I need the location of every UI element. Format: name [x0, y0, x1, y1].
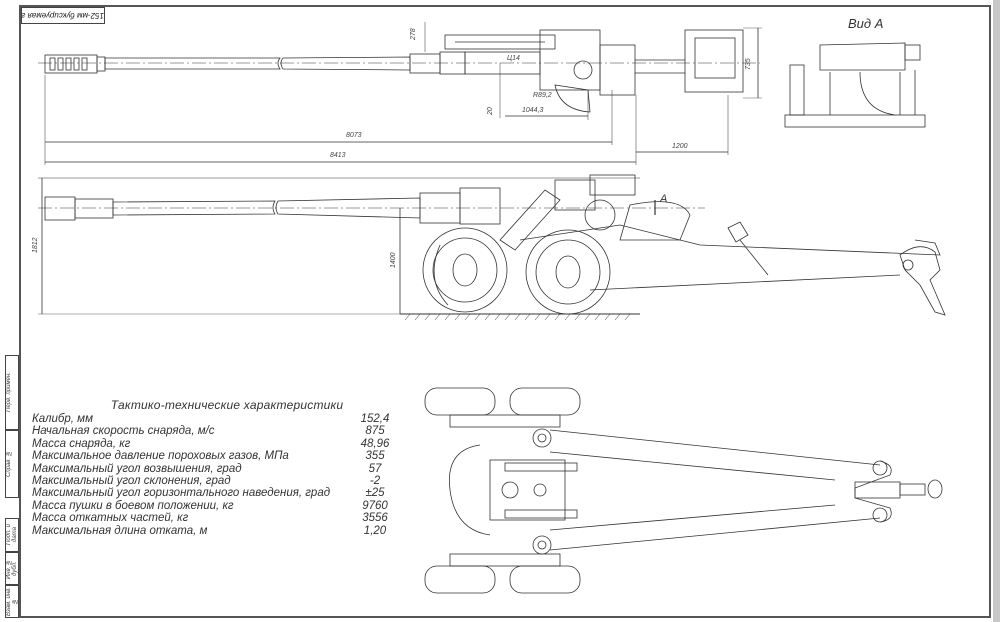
dim-1200: 1200: [672, 143, 688, 150]
title-stamp: 152-мм буксируемая гаубица: [21, 7, 105, 24]
window-edge: [993, 0, 1000, 622]
dim-1400: 1400: [390, 252, 397, 268]
wheel: [424, 565, 496, 594]
dim-1044: 1044,3: [522, 107, 544, 114]
barrel: [104, 56, 411, 71]
dim-20: 20: [487, 107, 494, 115]
dim-8073: 8073: [346, 132, 362, 139]
breech: [539, 29, 601, 91]
spec-row: Максимальный угол горизонтального наведе…: [32, 487, 392, 499]
tow-bar: [899, 483, 926, 496]
spec-value: 57: [368, 462, 382, 475]
spec-label: Максимальное давление пороховых газов, М…: [32, 450, 289, 463]
view-a-drawing: [784, 42, 926, 128]
spec-label: Калибр, мм: [32, 413, 93, 425]
wheel-rear: [525, 229, 611, 315]
rear-assembly: [684, 29, 744, 93]
spec-label: Максимальный угол склонения, град: [32, 475, 231, 488]
spec-value: 355: [365, 450, 385, 463]
tow-eye: [927, 479, 943, 499]
spec-label: Начальная скорость снаряда, м/с: [32, 425, 215, 438]
spec-row: Калибр, мм 152,4: [32, 413, 392, 425]
wheel: [424, 387, 496, 416]
spec-label: Масса откатных частей, кг: [32, 512, 189, 525]
dim-735: 735: [745, 58, 752, 70]
spec-value: 3556: [362, 512, 388, 525]
dim-1812: 1812: [32, 237, 39, 253]
dim-radius: R89,2: [533, 92, 552, 99]
trail-lower: [589, 274, 901, 291]
side-column-2: Справ. №: [5, 430, 19, 498]
dim-diameter: Ц14: [507, 55, 520, 62]
dim-278: 278: [410, 28, 417, 40]
equilibrator: [499, 189, 561, 251]
spec-label: Максимальный угол горизонтального наведе…: [32, 487, 331, 500]
spec-row: Максимальный угол склонения, град -2: [32, 475, 392, 487]
recoil-cylinder: [444, 34, 556, 50]
spec-label: Максимальный угол возвышения, град: [32, 462, 242, 475]
side-column-3: Подп. и дата: [5, 518, 19, 552]
spec-label: Масса снаряда, кг: [32, 437, 131, 450]
spec-value: ±25: [365, 487, 385, 500]
trails: [549, 429, 881, 551]
handle-plate: [727, 221, 749, 243]
spade: [899, 246, 946, 316]
side-column-5: Взам. инв. №: [5, 585, 19, 618]
wheel-front: [422, 227, 508, 313]
elevating-sector: [554, 84, 591, 113]
top-view: [38, 22, 762, 165]
spec-value: 48,96: [360, 437, 390, 450]
section-mark-a: А: [660, 193, 668, 205]
dim-8413: 8413: [330, 152, 346, 159]
side-column-1: Перв. примен.: [5, 355, 19, 430]
spec-row: Начальная скорость снаряда, м/с 875: [32, 425, 392, 437]
shield: [448, 444, 491, 536]
spec-label: Максимальная длина отката, м: [32, 524, 208, 537]
spec-row: Масса снаряда, кг 48,96: [32, 438, 392, 450]
barrel: [112, 197, 421, 219]
spec-value: -2: [369, 475, 381, 488]
plan-view: [424, 387, 943, 594]
spec-row: Максимальный угол возвышения, град 57: [32, 463, 392, 475]
muzzle-brake: [44, 196, 76, 221]
spec-row: Максимальное давление пороховых газов, М…: [32, 450, 392, 462]
wheel: [509, 565, 581, 594]
specifications-table: Тактико-технические характеристики Калиб…: [32, 398, 392, 537]
specs-title: Тактико-технические характеристики: [110, 398, 344, 412]
spec-value: 875: [365, 425, 385, 438]
view-a-title: Вид А: [848, 16, 884, 31]
trail-upper: [519, 224, 941, 256]
side-view: [38, 174, 946, 321]
spec-value: 9760: [362, 499, 388, 512]
wheel: [509, 387, 581, 416]
spec-row: Масса пушки в боевом положении, кг 9760: [32, 500, 392, 512]
side-column-4: Инв. № дубл.: [5, 552, 19, 585]
spec-label: Масса пушки в боевом положении, кг: [32, 499, 234, 512]
drawing-frame: [19, 5, 991, 618]
spec-row: Масса откатных частей, кг 3556: [32, 512, 392, 524]
spec-value: 152,4: [360, 413, 390, 425]
spec-row: Максимальная длина отката, м 1,20: [32, 525, 392, 537]
spec-value: 1,20: [363, 524, 387, 537]
